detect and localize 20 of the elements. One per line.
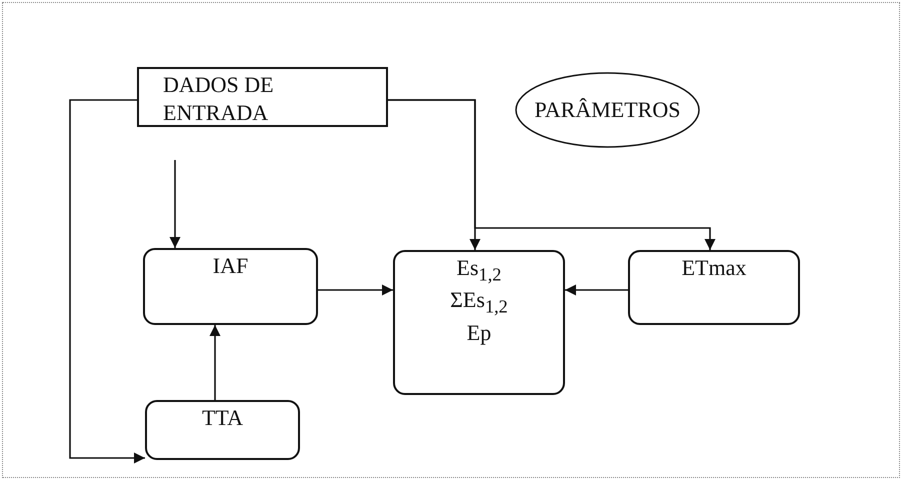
process-box xyxy=(143,248,318,325)
node-label: IAF xyxy=(212,252,248,280)
process-box xyxy=(628,250,800,325)
arrow xyxy=(169,160,181,248)
process-box xyxy=(393,250,565,395)
ellipse-node xyxy=(515,72,700,148)
process-box xyxy=(137,67,388,127)
node-label: ETmax xyxy=(682,254,746,282)
arrow xyxy=(318,284,393,296)
node-label: TTA xyxy=(202,404,243,432)
node-label: Ep xyxy=(466,318,492,346)
arrow xyxy=(209,325,221,400)
node-label: Es$_{1,2}$ xyxy=(456,254,502,286)
node-label: DADOS DE ENTRADA xyxy=(162,71,275,126)
arrow xyxy=(69,99,145,464)
node-label: ΣEs$_{1,2}$ xyxy=(450,286,508,319)
arrow xyxy=(388,99,716,250)
node-label: PARÂMETROS xyxy=(534,96,680,124)
process-box xyxy=(145,400,300,460)
arrow xyxy=(565,284,628,296)
